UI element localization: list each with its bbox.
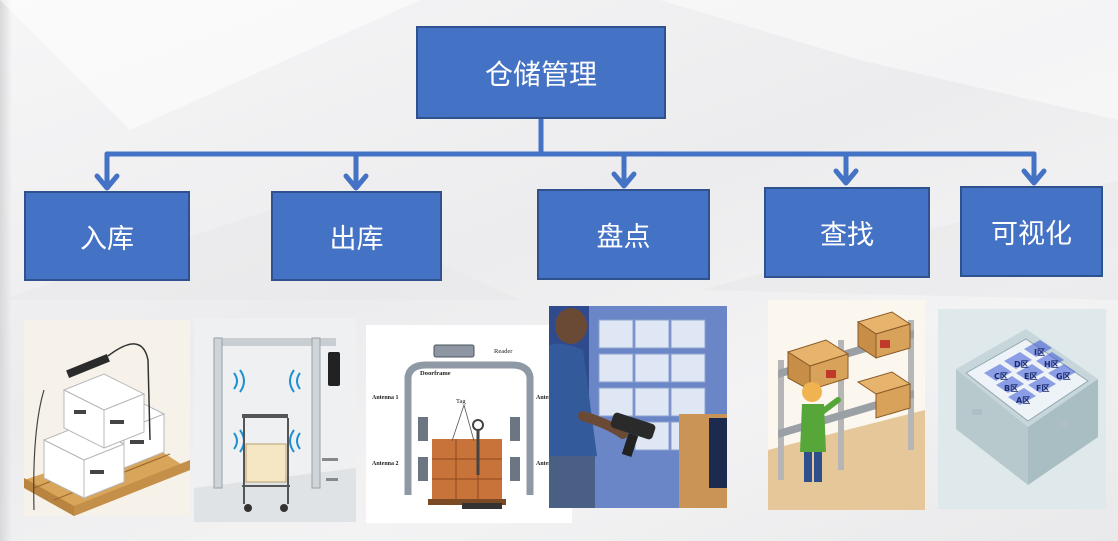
root-node-box: 仓储管理 (416, 26, 666, 119)
zone-label-b: B区 (1004, 384, 1018, 393)
root-node-label: 仓储管理 (484, 57, 597, 91)
zone-label-f: F区 (1036, 384, 1049, 393)
node-outbound-label: 出库 (329, 223, 384, 255)
node-visualization-label: 可视化 (991, 219, 1072, 250)
arrowhead-visualization (1021, 168, 1047, 186)
label-reader: Reader (494, 348, 513, 355)
outbound-gate-image (194, 318, 356, 522)
zone-label-g: G区 (1056, 372, 1071, 381)
inbound-pallet-image (24, 320, 190, 516)
arrowhead-inbound (94, 173, 120, 191)
search-shelves-image (768, 300, 925, 510)
node-search: 查找 (764, 187, 930, 278)
label-antenna-1: Antenna 1 (372, 395, 399, 401)
label-tag: Tag (456, 398, 466, 405)
inventory-scanner-photo (549, 306, 727, 508)
zone-label-i: I区 (1034, 348, 1045, 357)
node-outbound: 出库 (271, 191, 442, 281)
node-inventory: 盘点 (537, 189, 710, 280)
zone-label-h: H区 (1044, 360, 1059, 369)
label-doorframe: Doorframe (420, 370, 451, 377)
arrowhead-outbound (343, 173, 369, 191)
label-antenna-2: Antenna 2 (372, 461, 399, 467)
zone-label-a: A区 (1016, 396, 1030, 405)
node-visualization: 可视化 (960, 186, 1103, 277)
zone-label-e: E区 (1024, 372, 1037, 381)
visualization-map-image: C区 D区 I区 B区 E区 H区 A区 F区 G区 (938, 309, 1106, 509)
node-search-label: 查找 (820, 220, 874, 251)
left-edge-shadow (0, 0, 12, 541)
node-inventory-label: 盘点 (596, 222, 651, 253)
inventory-doorframe-image: Reader Doorframe Tag Antenna 1 Antenna 2… (366, 325, 572, 523)
node-inbound: 入库 (24, 191, 190, 281)
zone-label-d: D区 (1014, 360, 1029, 369)
arrowhead-inventory (611, 171, 637, 189)
node-inbound-label: 入库 (80, 223, 134, 255)
arrowhead-search (833, 168, 859, 186)
zone-label-c: C区 (994, 372, 1008, 381)
